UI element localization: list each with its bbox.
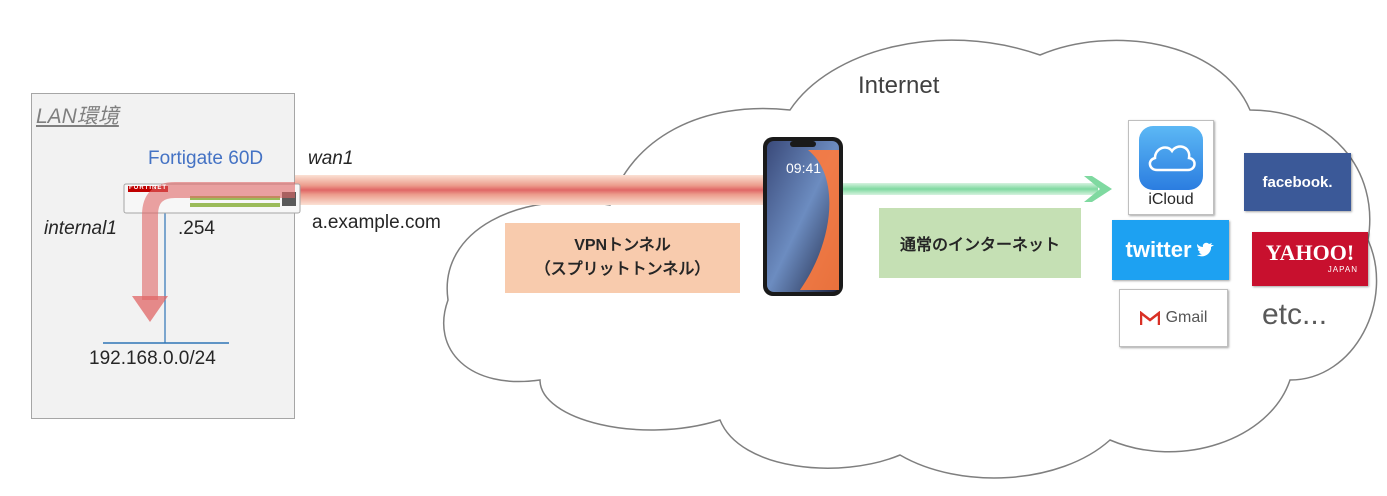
facebook-label: facebook. (1262, 173, 1333, 191)
twitter-tile: twitter (1112, 220, 1229, 280)
lan-title: LAN環境 (36, 105, 119, 128)
fortigate-brand: FORTINET (129, 185, 167, 191)
twitter-bird-icon (1196, 242, 1214, 257)
lan-arrow-icon (132, 296, 168, 322)
vpn-lan-path (142, 182, 295, 300)
yahoo-label: YAHOO! (1265, 240, 1355, 265)
yahoo-tile: YAHOO! JAPAN (1252, 232, 1368, 286)
subnet-label: 192.168.0.0/24 (89, 348, 216, 369)
cloud-icon (1148, 145, 1196, 172)
gmail-label: Gmail (1165, 309, 1208, 326)
wan-interface-label: wan1 (308, 148, 354, 169)
gmail-tile: Gmail (1119, 289, 1228, 347)
phone-time: 09:41 (786, 160, 822, 176)
internet-label: Internet (858, 72, 940, 99)
fortigate-name: Fortigate 60D (148, 148, 264, 169)
yahoo-sub-label: JAPAN (1327, 265, 1358, 274)
wan-hostname-label: a.example.com (312, 212, 441, 233)
vpn-tunnel-line2: （スプリットトンネル） (534, 261, 711, 278)
internet-path-band (843, 183, 1098, 195)
twitter-label: twitter (1125, 237, 1192, 262)
icloud-tile: iCloud (1128, 120, 1214, 215)
internal-ip-label: .254 (178, 218, 215, 239)
vpn-tunnel-band (295, 175, 765, 205)
icloud-app-icon (1139, 126, 1203, 190)
vpn-tunnel-caption: VPNトンネル （スプリットトンネル） (505, 223, 740, 293)
smartphone (763, 137, 843, 296)
normal-internet-caption: 通常のインターネット (879, 208, 1081, 278)
gmail-envelope-icon (1139, 310, 1160, 325)
icloud-label: iCloud (1148, 191, 1194, 208)
etc-label: etc... (1262, 298, 1328, 331)
internal-interface-label: internal1 (44, 218, 117, 239)
vpn-tunnel-line1: VPNトンネル (574, 237, 671, 254)
facebook-tile: facebook. (1244, 153, 1351, 211)
internet-path-arrow-icon (1084, 176, 1112, 202)
normal-internet-label: 通常のインターネット (899, 237, 1060, 254)
